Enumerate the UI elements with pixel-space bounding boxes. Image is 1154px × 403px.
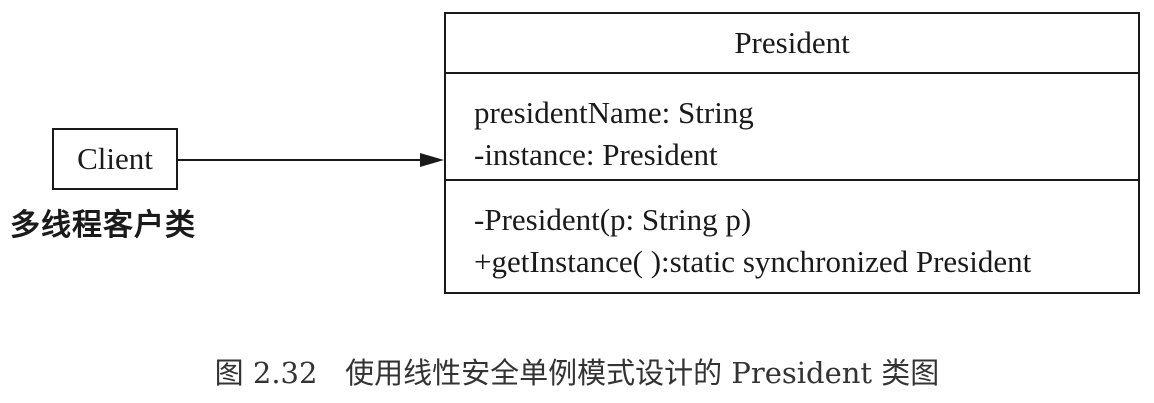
arrowhead-icon <box>420 153 444 167</box>
attribute-instance: -instance: President <box>474 137 718 172</box>
client-class-name: Client <box>77 141 153 176</box>
operations-compartment: -President(p: String p) +getInstance( ):… <box>446 181 1138 283</box>
client-caption: 多线程客户类 <box>10 208 196 243</box>
figure-caption: 图 2.32 使用线性安全单例模式设计的 President 类图 <box>214 356 940 390</box>
operation-constructor: -President(p: String p) <box>474 202 752 237</box>
attribute-president-name: presidentName: String <box>474 95 754 130</box>
attributes-compartment: presidentName: String -instance: Preside… <box>446 74 1138 181</box>
association-arrow <box>178 153 444 167</box>
class-name-compartment: President <box>446 14 1138 74</box>
client-class-box: Client <box>52 128 178 190</box>
class-name: President <box>734 25 850 60</box>
president-class-box: President presidentName: String -instanc… <box>444 12 1140 294</box>
operation-get-instance: +getInstance( ):static synchronized Pres… <box>474 244 1032 279</box>
